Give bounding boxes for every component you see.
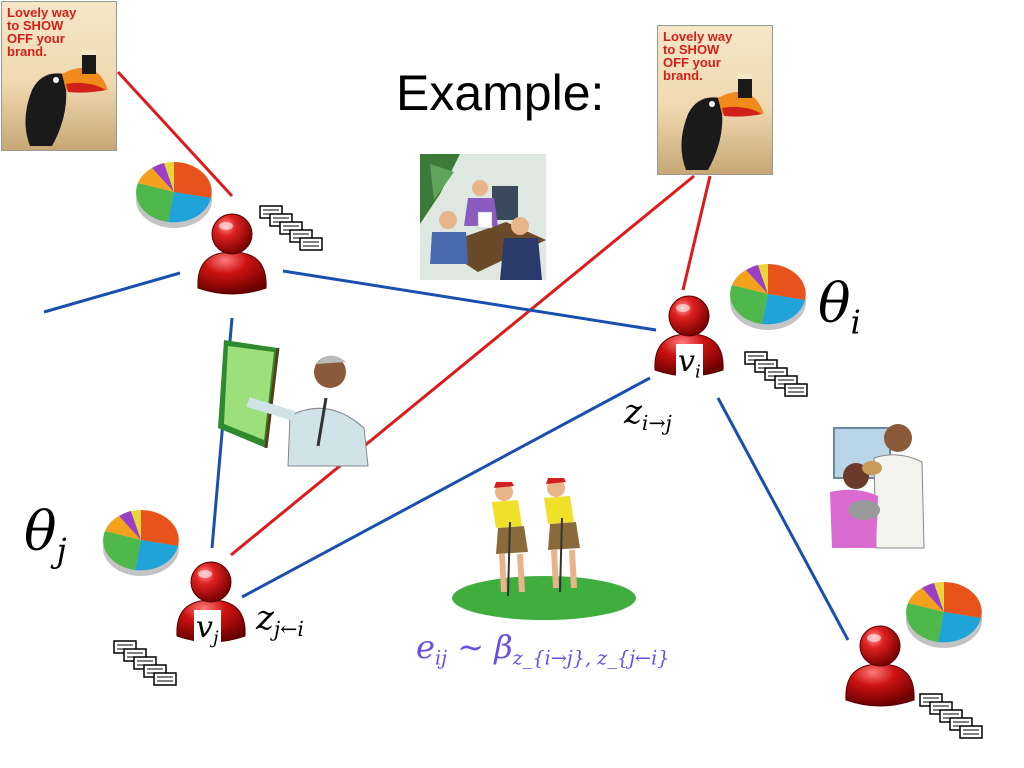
edge-person-i-to-person-j bbox=[241, 376, 651, 599]
edge-poster-left-to-person-top bbox=[116, 70, 234, 198]
pie-top-icon bbox=[136, 161, 212, 228]
golfers-clipart-icon bbox=[452, 478, 636, 620]
theta-j-label: θj bbox=[24, 500, 67, 570]
edge-person-top-to-person-i bbox=[282, 269, 657, 332]
poster-left-text: Lovely way to SHOW OFF your brand. bbox=[7, 5, 77, 59]
poster-right-text: Lovely way to SHOW OFF your brand. bbox=[663, 29, 733, 83]
v-j-label: vj bbox=[194, 610, 221, 649]
pie-i-icon bbox=[730, 263, 806, 330]
pie-bottom-right-icon bbox=[906, 581, 982, 648]
brand-poster-left-icon: Lovely way to SHOW OFF your brand. bbox=[1, 1, 117, 151]
presenter-clipart-icon bbox=[218, 340, 369, 467]
slide-title: Example: bbox=[396, 65, 605, 121]
toucan-icon bbox=[25, 50, 108, 146]
edge-poster-right-to-person-i bbox=[681, 175, 712, 291]
edge-formula-label: eij ∼ βz_{i→j}, z_{j←i} bbox=[416, 628, 670, 670]
meeting-clipart-icon bbox=[420, 154, 546, 280]
pie-j-icon bbox=[103, 509, 179, 576]
docs-top-icon bbox=[259, 205, 323, 251]
docs-j-icon bbox=[113, 640, 177, 686]
brand-poster-right-icon: Lovely way to SHOW OFF your brand. bbox=[657, 25, 773, 175]
person-bottom-right-icon bbox=[845, 625, 915, 707]
theta-i-label: θi bbox=[818, 272, 861, 342]
z-i-to-j-label: zi→j bbox=[624, 392, 672, 436]
toucan-icon bbox=[681, 74, 764, 170]
vet-clipart-icon bbox=[830, 424, 925, 549]
z-j-from-i-label: zj←i bbox=[256, 598, 304, 642]
red-edges bbox=[116, 70, 712, 557]
v-i-label: vi bbox=[676, 344, 703, 383]
edge-poster-right-to-person-j bbox=[230, 174, 695, 557]
edge-person-i-to-person-br bbox=[716, 397, 850, 641]
person-top-icon bbox=[197, 213, 267, 295]
edge-left-stub bbox=[43, 271, 181, 314]
docs-bottom-right-icon bbox=[919, 693, 983, 739]
docs-i-icon bbox=[744, 351, 808, 397]
blue-edges bbox=[43, 269, 850, 641]
